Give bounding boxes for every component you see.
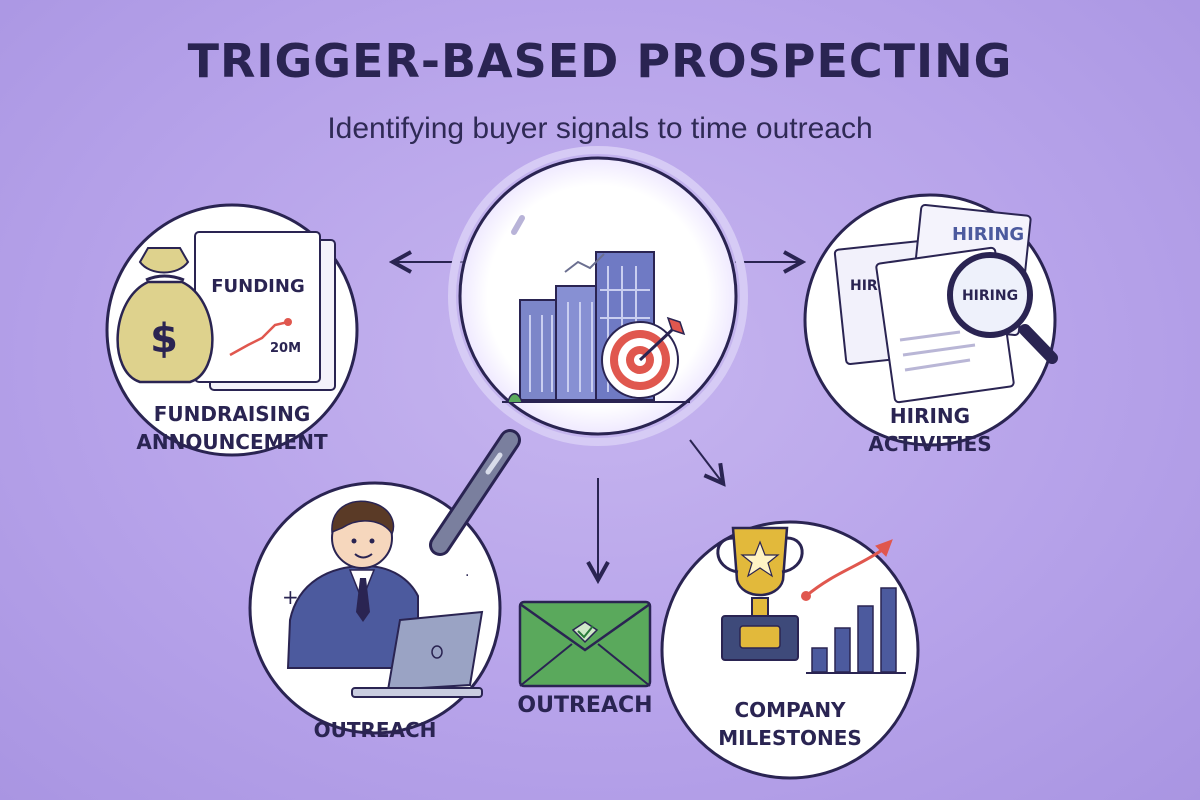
outreach-person-label: OUTREACH bbox=[280, 716, 470, 744]
money-bag-icon: $ bbox=[116, 247, 214, 384]
target-icon bbox=[601, 316, 686, 399]
envelope-icon bbox=[518, 600, 652, 688]
svg-text:·: · bbox=[465, 568, 469, 584]
growth-arrow-icon bbox=[801, 539, 893, 601]
outreach-person-label-text: OUTREACH bbox=[313, 718, 437, 742]
hiring-label-line2: ACTIVITIES bbox=[868, 432, 992, 456]
trophy-icon bbox=[716, 526, 804, 661]
magnifier-handle-icon bbox=[429, 429, 521, 556]
milestones-label-line1: COMPANY bbox=[734, 698, 846, 722]
funding-trend-point bbox=[284, 318, 292, 326]
fundraising-label-line1: FUNDRAISING bbox=[153, 402, 311, 426]
outreach-center-label: OUTREACH bbox=[500, 692, 670, 720]
svg-text:+: + bbox=[282, 585, 299, 609]
funding-doc-year: 20M bbox=[270, 341, 301, 356]
funding-doc-title: FUNDING bbox=[211, 276, 304, 297]
svg-text:$: $ bbox=[150, 316, 178, 362]
outreach-envelope-node bbox=[518, 600, 652, 688]
fundraising-label: FUNDRAISING ANNOUNCEMENT bbox=[132, 400, 332, 456]
arrow-to-milestones bbox=[689, 439, 722, 482]
person-icon bbox=[286, 500, 419, 669]
funding-trend-icon bbox=[229, 320, 289, 357]
laptop-icon bbox=[351, 610, 484, 698]
page-title: TRIGGER-BASED PROSPECTING bbox=[187, 34, 1013, 88]
hiring-magnifier-icon: HIRING bbox=[947, 252, 1058, 364]
fundraising-node: FUNDING 20M $ bbox=[105, 203, 359, 457]
growth-bars-icon bbox=[806, 587, 906, 674]
hiring-label-line1: HIRING bbox=[889, 404, 971, 428]
milestones-label-line2: MILESTONES bbox=[718, 726, 862, 750]
fundraising-label-line2: ANNOUNCEMENT bbox=[136, 430, 328, 454]
milestones-node bbox=[660, 520, 920, 780]
hiring-doc-title: HIRING bbox=[952, 224, 1024, 245]
hiring-node: HIRIE HIRING HIRING bbox=[803, 193, 1058, 447]
outreach-center-label-text: OUTREACH bbox=[517, 693, 653, 718]
funding-document bbox=[194, 231, 321, 383]
page-subtitle: Identifying buyer signals to time outrea… bbox=[327, 112, 873, 145]
milestones-label: COMPANY MILESTONES bbox=[700, 696, 880, 752]
hiring-magnifier-text: HIRING bbox=[962, 288, 1018, 304]
hiring-label: HIRING ACTIVITIES bbox=[830, 402, 1030, 458]
center-magnifier bbox=[429, 146, 748, 556]
